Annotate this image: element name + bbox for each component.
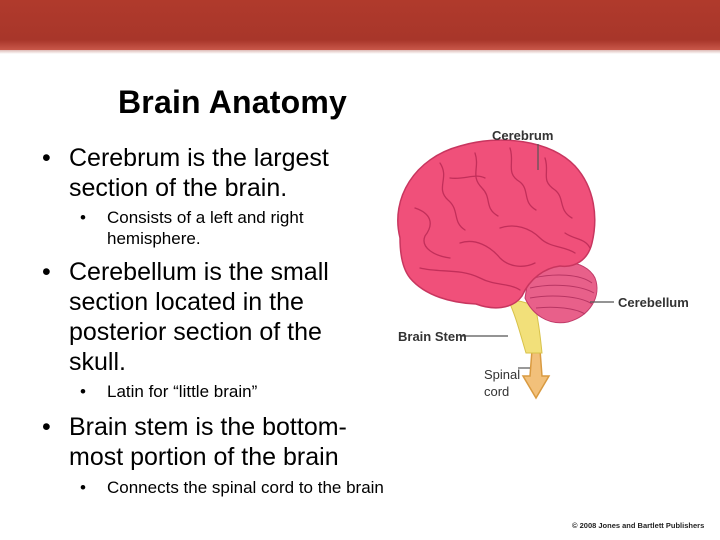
brain-diagram: Cerebrum Cerebellum Brain Stem Spinal co…	[380, 118, 720, 418]
label-cerebellum: Cerebellum	[618, 295, 689, 310]
sub-bullet-item: • Connects the spinal cord to the brain	[80, 477, 390, 498]
bullet-text: Cerebellum is the small section located …	[69, 258, 329, 376]
label-spinal-cord-line2: cord	[484, 384, 510, 399]
slide-title: Brain Anatomy	[118, 84, 348, 120]
brain-illustration	[397, 139, 614, 400]
bullet-text: Cerebrum is the largest section of the b…	[69, 144, 329, 202]
bullet-dot: •	[80, 478, 86, 497]
spinal-cord-arrow	[521, 349, 551, 400]
bullet-dot: •	[42, 144, 51, 172]
cerebrum-shape	[397, 139, 596, 309]
brain-stem-shape	[507, 299, 543, 354]
copyright-notice: © 2008 Jones and Bartlett Publishers	[572, 521, 705, 530]
bullet-text: Brain stem is the bottom-most portion of…	[69, 413, 347, 471]
bullet-list: • Cerebrum is the largest section of the…	[42, 143, 392, 498]
label-cerebrum: Cerebrum	[492, 128, 554, 143]
bullet-item: • Cerebrum is the largest section of the…	[42, 143, 382, 203]
sub-bullet-item: • Consists of a left and right hemispher…	[80, 207, 380, 249]
sub-bullet-item: • Latin for “little brain”	[80, 381, 380, 402]
bullet-dot: •	[42, 413, 51, 441]
label-spinal-cord-line1: Spinal	[484, 367, 521, 382]
bullet-item: • Brain stem is the bottom-most portion …	[42, 412, 392, 472]
header-bar-shadow	[0, 50, 720, 54]
header-bar	[0, 0, 720, 50]
bullet-dot: •	[80, 208, 86, 227]
bullet-text: Consists of a left and right hemisphere.	[107, 208, 304, 248]
bullet-item: • Cerebellum is the small section locate…	[42, 257, 382, 377]
bullet-dot: •	[80, 382, 86, 401]
label-spinal-cord: Spinal cord	[484, 366, 520, 400]
bullet-dot: •	[42, 258, 51, 286]
bullet-text: Connects the spinal cord to the brain	[107, 478, 384, 497]
bullet-text: Latin for “little brain”	[107, 382, 258, 401]
label-brain-stem: Brain Stem	[398, 329, 467, 344]
